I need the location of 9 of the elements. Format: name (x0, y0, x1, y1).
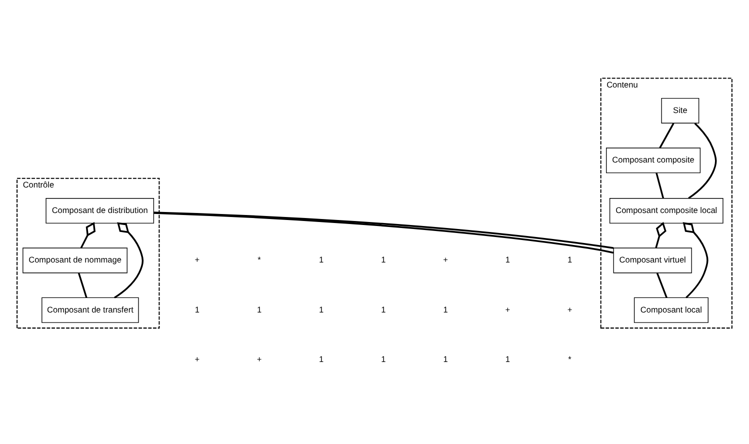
connector (78, 272, 88, 298)
connector (688, 122, 717, 198)
connector (656, 272, 668, 298)
connector (656, 172, 664, 198)
connector (114, 222, 144, 298)
connector (659, 122, 674, 148)
connector (682, 222, 708, 298)
connector (655, 221, 666, 248)
connector (80, 222, 96, 248)
